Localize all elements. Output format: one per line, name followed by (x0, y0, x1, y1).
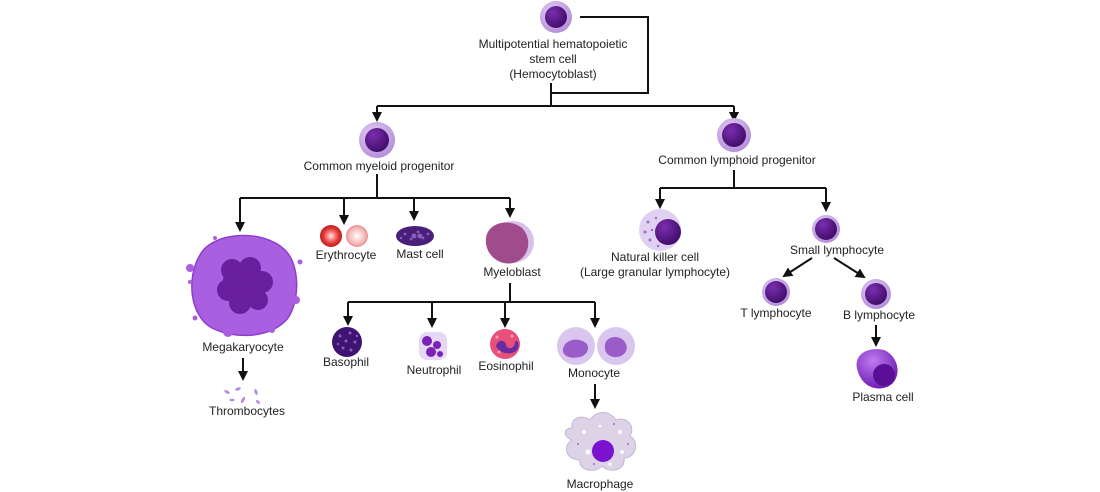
labels: Multipotential hematopoietic stem cell (… (202, 37, 915, 491)
b-lymphocyte-label: B lymphocyte (843, 308, 915, 322)
myeloid-progenitor-label: Common myeloid progenitor (304, 159, 455, 173)
eosinophil-label: Eosinophil (478, 359, 533, 373)
lymphoid-progenitor-label: Common lymphoid progenitor (658, 153, 815, 167)
lymphoid-progenitor-cell-icon (717, 118, 751, 152)
basophil-label: Basophil (323, 355, 369, 369)
b-lymphocyte-cell-icon (861, 279, 891, 309)
myeloid-progenitor-cell-icon (359, 122, 395, 158)
hsc-label-line3: (Hemocytoblast) (509, 67, 596, 81)
edge-to-b-lymphocyte (833, 257, 866, 279)
plasma-cell-label: Plasma cell (852, 390, 913, 404)
macrophage-label: Macrophage (567, 477, 634, 491)
megakaryocyte-label: Megakaryocyte (202, 340, 284, 354)
eosinophil-cell-icon (490, 329, 520, 359)
hsc-label-line1: Multipotential hematopoietic (479, 37, 628, 51)
hsc-cell-icon (540, 1, 572, 33)
nk-cell-label-line2: (Large granular lymphocyte) (580, 265, 730, 279)
myeloblast-cell-icon (485, 221, 534, 264)
t-lymphocyte-cell-icon (762, 278, 790, 306)
small-lymphocyte-label: Small lymphocyte (790, 243, 884, 257)
thrombocytes-label: Thrombocytes (209, 404, 285, 418)
neutrophil-label: Neutrophil (407, 363, 462, 377)
hsc-label-line2: stem cell (529, 52, 576, 66)
t-lymphocyte-label: T lymphocyte (740, 306, 811, 320)
nk-cell-label-line1: Natural killer cell (611, 250, 699, 264)
basophil-cell-icon (332, 327, 362, 357)
edge-to-t-lymphocyte (782, 257, 813, 278)
erythrocyte-label: Erythrocyte (316, 248, 377, 262)
small-lymphocyte-cell-icon (812, 215, 840, 243)
myeloblast-label: Myeloblast (483, 265, 541, 279)
neutrophil-cell-icon (419, 332, 447, 360)
plasma-cell-icon (856, 349, 898, 389)
mast-cell-icon (396, 226, 434, 246)
nk-cell-icon (639, 209, 681, 251)
edges (235, 16, 881, 409)
monocyte-label: Monocyte (568, 366, 620, 380)
mast-cell-label: Mast cell (396, 247, 443, 261)
erythrocyte-cell-icon (320, 225, 368, 247)
monocyte-cell-icon (557, 327, 635, 365)
thrombocytes-icon (224, 387, 261, 404)
macrophage-cell-icon (564, 412, 637, 471)
megakaryocyte-cell-icon (186, 234, 303, 337)
